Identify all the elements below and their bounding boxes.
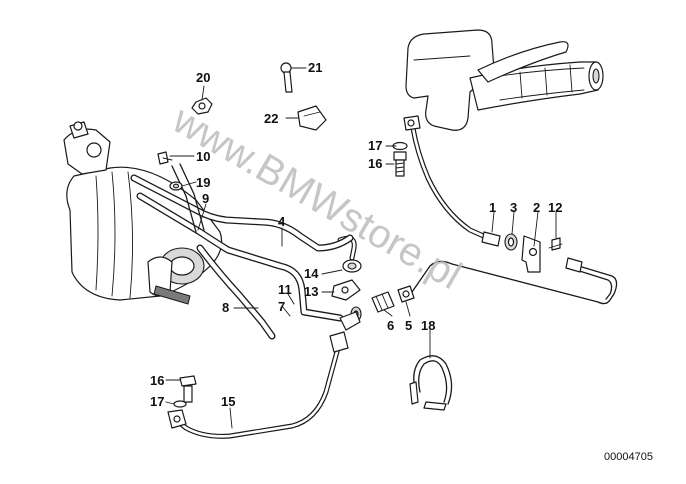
callout-22: 22 (264, 111, 278, 126)
callout-19: 19 (196, 175, 210, 190)
callout-10: 10 (196, 149, 210, 164)
callout-1: 1 (489, 200, 496, 215)
callout-16-upper: 16 (368, 156, 382, 171)
handlebar-clutch-master-cylinder (405, 29, 604, 131)
callout-7: 7 (278, 299, 285, 314)
callout-12: 12 (548, 200, 562, 215)
callout-17-upper: 17 (368, 138, 382, 153)
callout-9: 9 (202, 191, 209, 206)
callout-15: 15 (221, 394, 235, 409)
callout-16-lower: 16 (150, 373, 164, 388)
callout-8: 8 (222, 300, 229, 315)
callout-4: 4 (278, 214, 286, 229)
rigid-clutch-line (411, 257, 618, 305)
callout-3: 3 (510, 200, 517, 215)
banjo-bolt-upper (392, 141, 408, 177)
callout-17-lower: 17 (150, 394, 164, 409)
hose-clamp (409, 355, 453, 411)
callout-18: 18 (421, 318, 435, 333)
callout-13: 13 (304, 284, 318, 299)
callout-21: 21 (308, 60, 322, 75)
upper-clutch-hose (403, 115, 491, 241)
inline-fittings (350, 285, 415, 322)
mounting-clip (331, 235, 362, 301)
small-fasteners (157, 62, 327, 191)
callout-labels: 20 21 22 10 19 9 4 17 16 1 3 2 12 14 13 … (150, 60, 562, 409)
callout-11: 11 (278, 282, 292, 297)
document-number: 00004705 (604, 451, 653, 463)
callout-6: 6 (387, 318, 394, 333)
callout-20: 20 (196, 70, 210, 85)
leader-lines (165, 67, 557, 429)
callout-14: 14 (304, 266, 319, 281)
slave-cylinder-housing (63, 121, 223, 305)
hose-union-assembly (481, 231, 563, 273)
callout-2: 2 (533, 200, 540, 215)
callout-5: 5 (405, 318, 412, 333)
clutch-pipes (130, 163, 354, 340)
lower-clutch-hose (167, 311, 361, 439)
